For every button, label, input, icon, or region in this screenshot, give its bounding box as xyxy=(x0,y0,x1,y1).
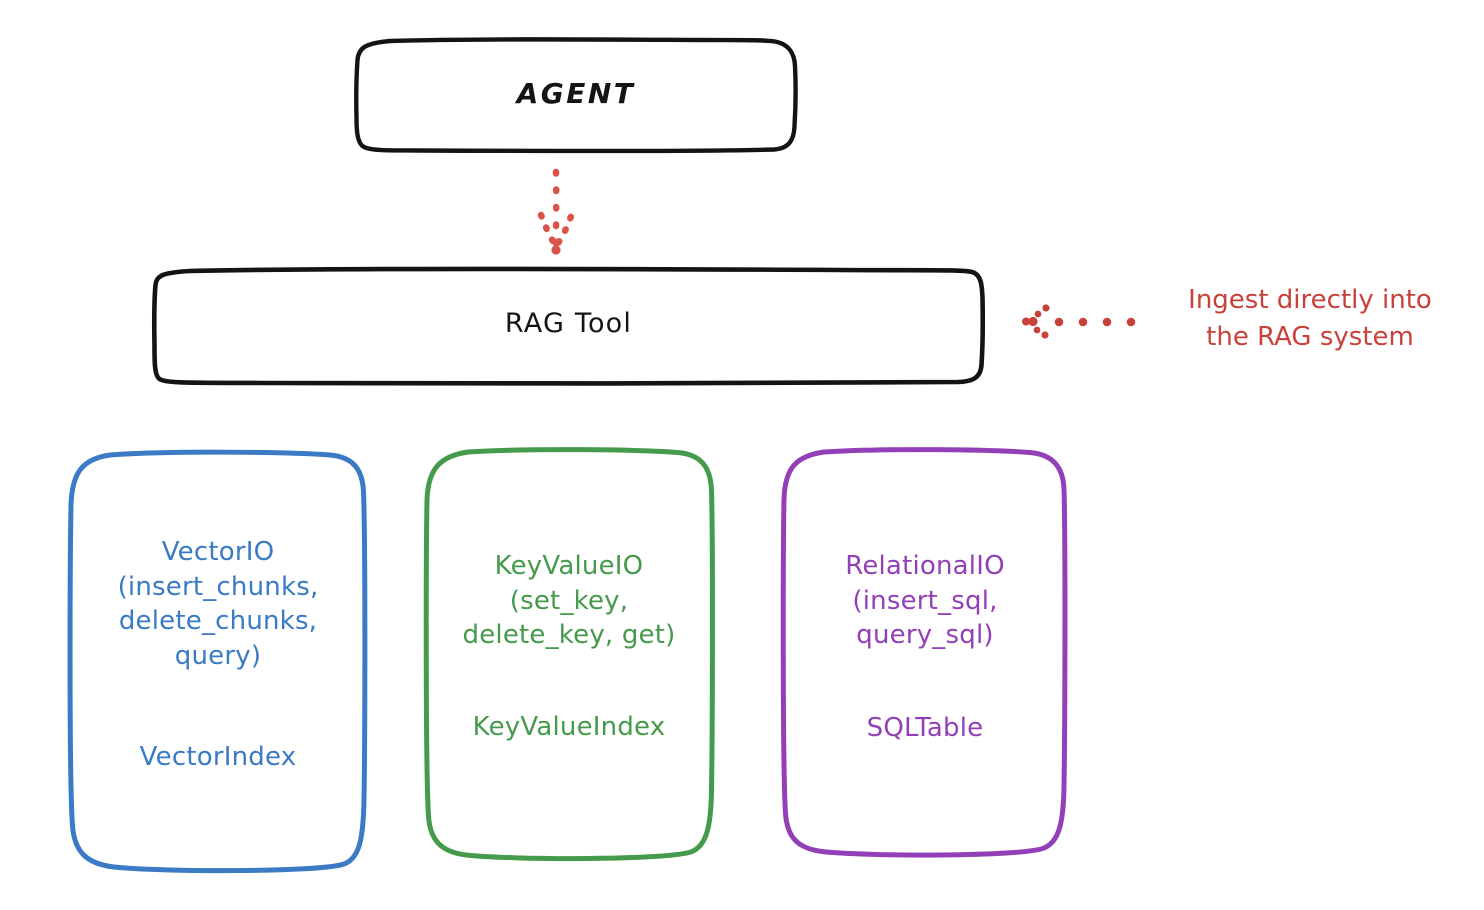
key-value-io-index: KeyValueIndex xyxy=(472,712,666,742)
rag-tool-box-outline xyxy=(152,266,985,386)
agent-box-outline xyxy=(354,37,798,154)
relational-io-index: SQLTable xyxy=(866,713,984,743)
vector-io-box-outline xyxy=(67,449,368,874)
key-value-io-node[interactable] xyxy=(423,447,715,862)
agent-to-rag-arrow xyxy=(537,168,576,255)
vector-io-index: VectorIndex xyxy=(139,742,297,772)
agent-to-rag-arrow-tip xyxy=(551,245,561,255)
agent-to-rag-arrow-head xyxy=(537,210,576,251)
relational-io-box-outline xyxy=(780,447,1068,858)
vector-io-node[interactable] xyxy=(67,449,368,874)
ingest-arrow xyxy=(1022,304,1136,339)
ingest-arrow-shaft xyxy=(1054,317,1136,327)
ingest-arrow-head xyxy=(1022,304,1050,339)
relational-io-node[interactable] xyxy=(780,447,1068,858)
relational-io-title: RelationalIO (insert_sql, query_sql) xyxy=(845,551,1005,651)
key-value-io-title: KeyValueIO (set_key, delete_key, get) xyxy=(462,551,676,651)
key-value-io-box-outline xyxy=(423,447,715,862)
rag-tool-node[interactable] xyxy=(152,266,985,386)
vector-io-title: VectorIO (insert_chunks, delete_chunks, … xyxy=(117,537,319,671)
rag-tool-label: RAG Tool xyxy=(504,308,633,339)
agent-node[interactable] xyxy=(354,37,798,154)
agent-label: AGENT xyxy=(516,77,636,110)
ingest-annotation-text: Ingest directly into the RAG system xyxy=(1188,285,1432,352)
